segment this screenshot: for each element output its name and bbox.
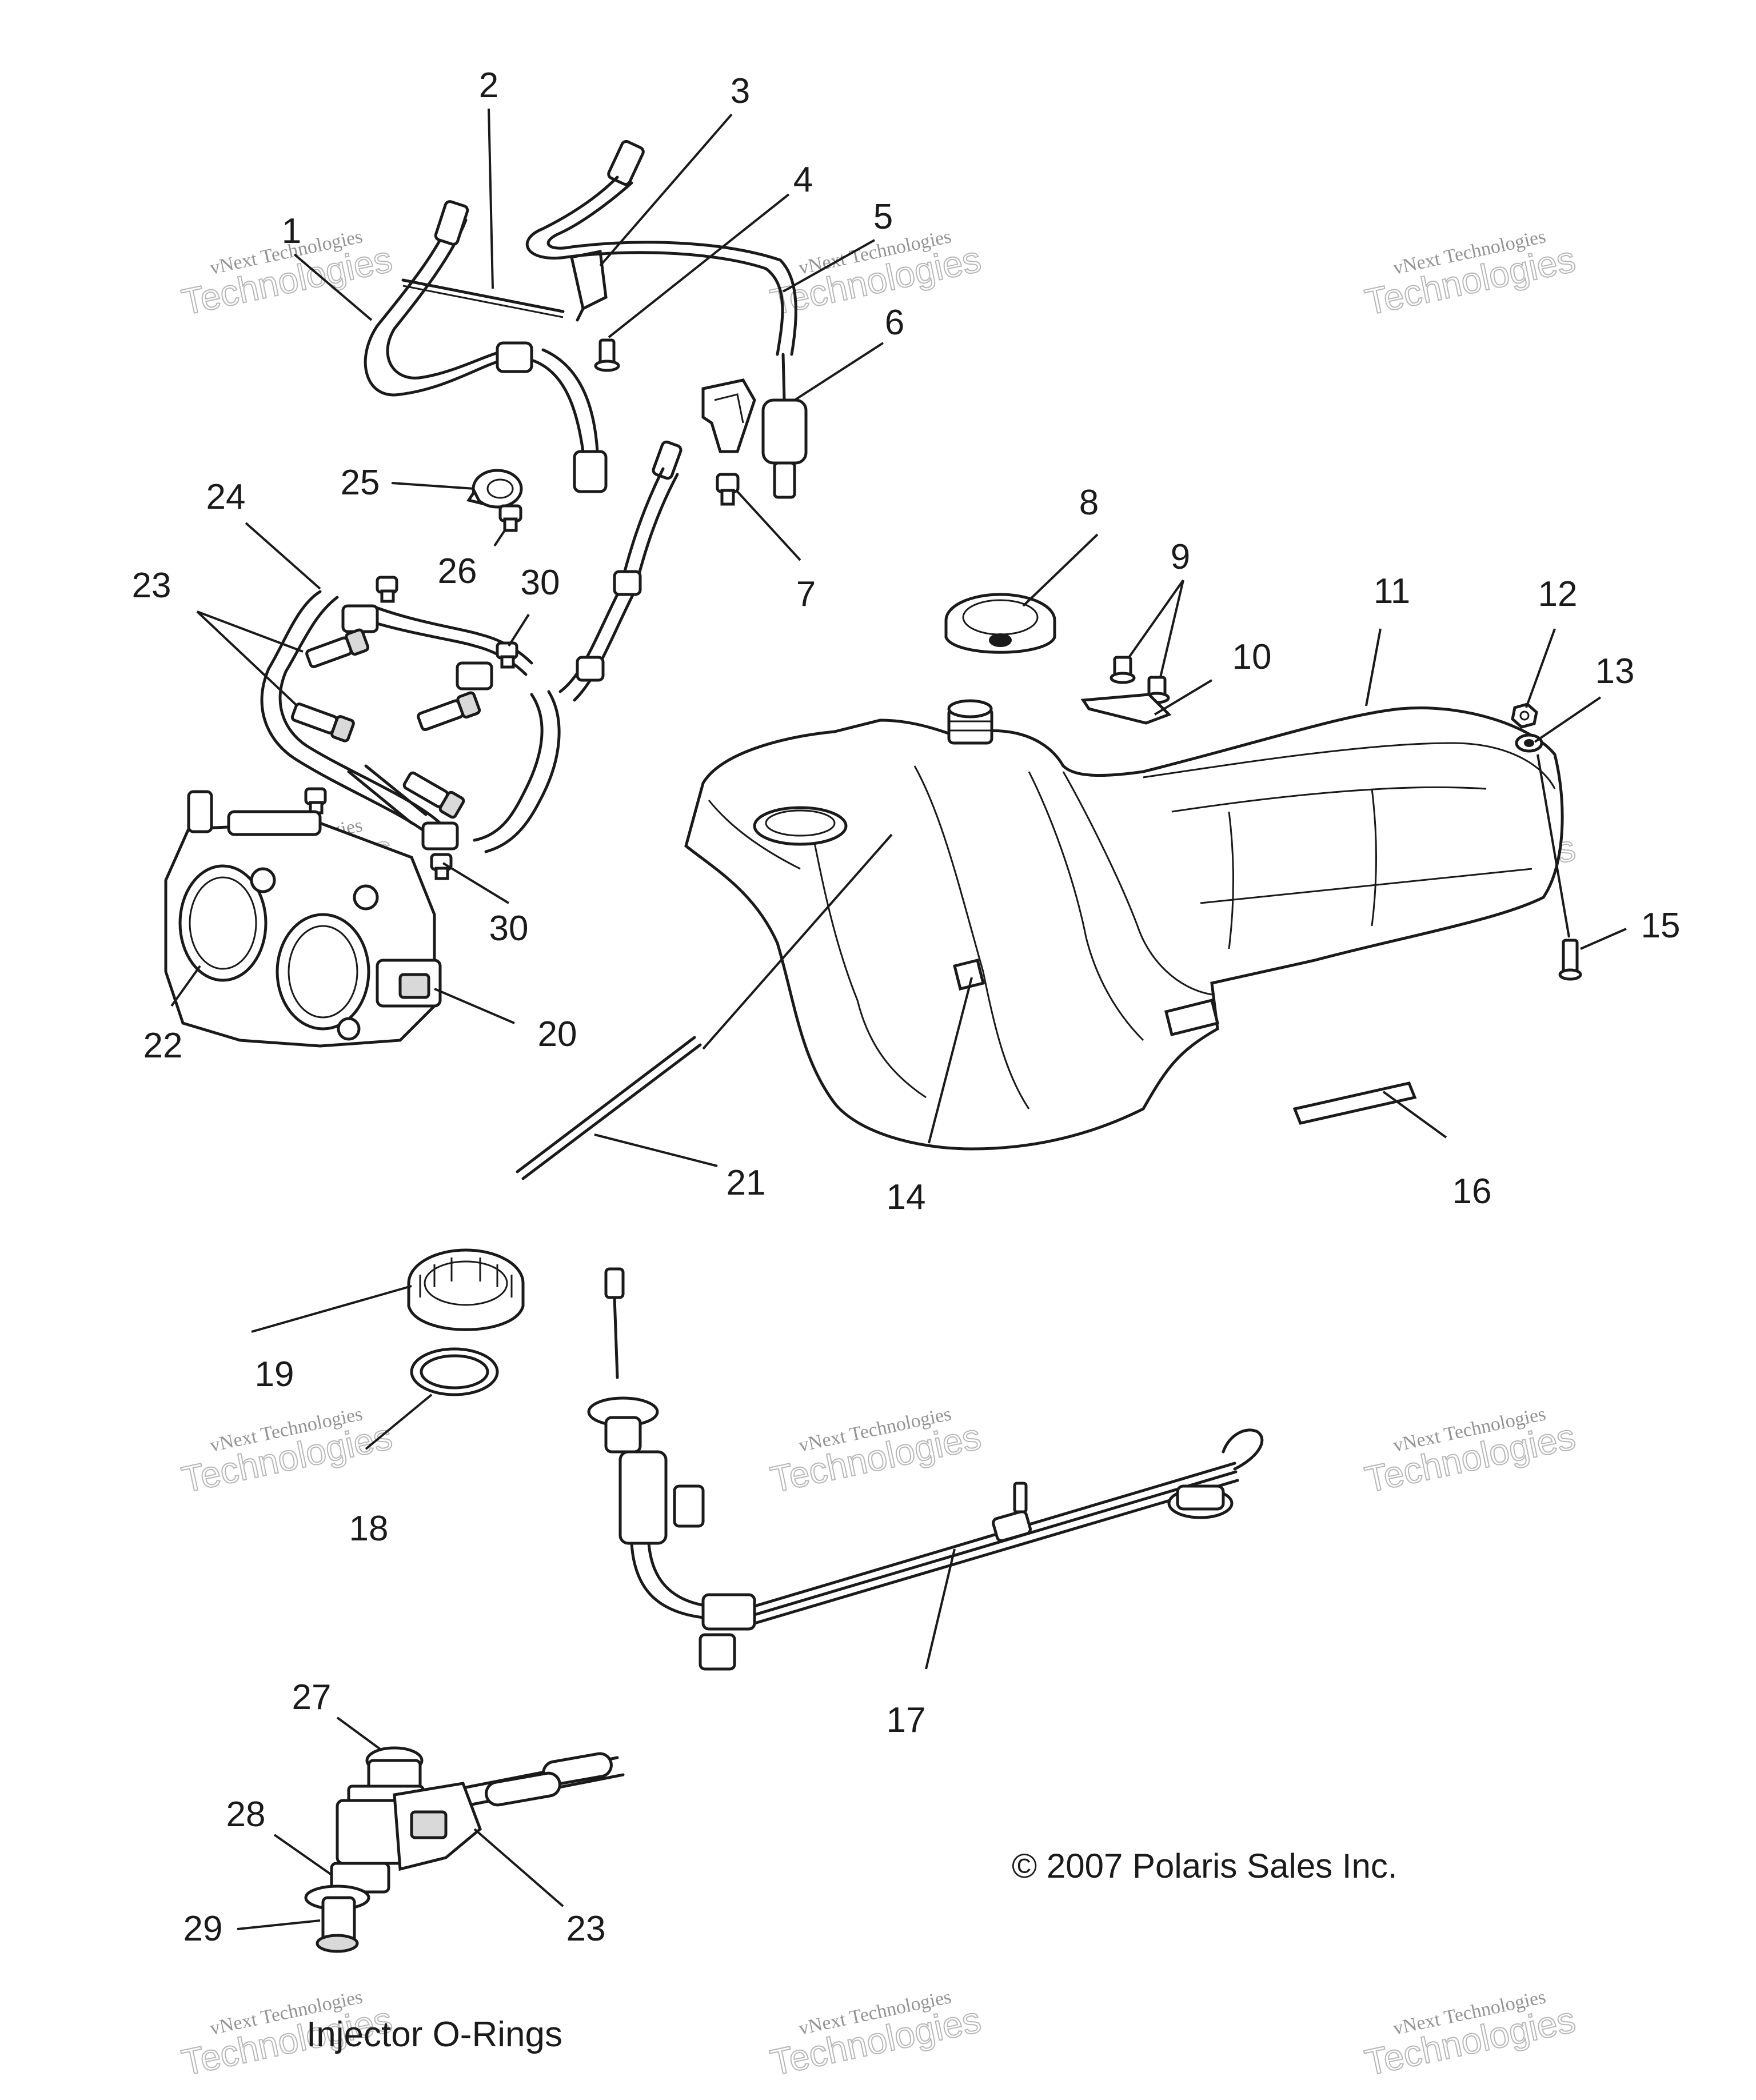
- leader-lines: [170, 108, 1627, 1930]
- callout-2: 2: [479, 66, 498, 105]
- part-6-bracket: [701, 378, 756, 453]
- watermark: vNext Technologies Technologies: [1361, 226, 1579, 324]
- callout-20: 20: [538, 1015, 577, 1054]
- callout-13: 13: [1595, 652, 1635, 691]
- part-22-throttle-body: [164, 790, 442, 1048]
- callout-16: 16: [1452, 1172, 1492, 1211]
- callout-4: 4: [793, 160, 813, 199]
- part-25-clamp: [466, 469, 523, 509]
- part-30-screw: [304, 787, 327, 815]
- return-hose: [558, 440, 683, 702]
- part-11-fuel-tank: [684, 699, 1564, 1151]
- callout-24: 24: [206, 477, 246, 517]
- watermark: vNext Technologies Technologies: [1361, 1403, 1579, 1501]
- callout-1: 1: [282, 211, 301, 251]
- callout-26: 26: [438, 552, 477, 591]
- part-18-seal: [410, 1347, 499, 1396]
- injector: [290, 702, 355, 742]
- watermark: vNext Technologies Technologies: [767, 1986, 985, 2084]
- watermark: vNext Technologies Technologies: [767, 1403, 985, 1501]
- part-4-rivet: [594, 338, 620, 372]
- callout-8: 8: [1079, 483, 1099, 522]
- part-21-tube: [516, 1036, 702, 1180]
- part-7-screw: [716, 473, 740, 506]
- callout-22: 22: [143, 1026, 183, 1065]
- callout-5: 5: [873, 197, 893, 237]
- part-9-bolt: [1110, 656, 1136, 684]
- callout-9: 9: [1171, 537, 1190, 577]
- callout-7: 7: [796, 574, 816, 614]
- part-5-fuel-line: [525, 139, 797, 356]
- injector: [305, 628, 370, 669]
- callout-6: 6: [885, 303, 904, 342]
- callout-27: 27: [292, 1678, 332, 1717]
- part-13-washer: [1515, 733, 1543, 753]
- callout-12: 12: [1538, 574, 1578, 614]
- callout-25: 25: [341, 463, 380, 502]
- callout-19: 19: [255, 1355, 294, 1394]
- part-12-nut: [1511, 702, 1538, 729]
- part-30-screw: [376, 576, 398, 603]
- callout-17: 17: [887, 1700, 926, 1740]
- part-26-screw: [498, 504, 522, 532]
- callout-29: 29: [183, 1909, 223, 1949]
- part-17-fuel-pump: [587, 1267, 1264, 1671]
- callout-30: 30: [489, 909, 529, 948]
- callout-labels: 1 2 3 4 5 6 7 8 9 10 11 12 13 14 15 16 1…: [132, 66, 1681, 1949]
- part-23-injectors: [290, 628, 481, 819]
- injector-o-rings-inset: [304, 1746, 625, 1953]
- part-1-fuel-hose: [364, 200, 608, 493]
- watermark: vNext Technologies Technologies: [178, 1403, 396, 1501]
- callout-10: 10: [1232, 637, 1272, 677]
- fuel-filter: [761, 353, 808, 499]
- callout-3: 3: [731, 71, 750, 111]
- part-2-cable-tie: [401, 278, 565, 318]
- callout-21: 21: [727, 1163, 766, 1203]
- callout-18: 18: [349, 1509, 389, 1548]
- part-8-fuel-cap: [944, 593, 1056, 654]
- copyright-notice: © 2007 Polaris Sales Inc.: [1012, 1847, 1398, 1885]
- callout-14: 14: [887, 1177, 926, 1217]
- inset-title: Injector O-Rings: [306, 2015, 562, 2054]
- part-30-screw: [496, 641, 518, 669]
- watermark: vNext Technologies Technologies: [1361, 1986, 1579, 2084]
- injector: [417, 691, 481, 732]
- callout-30: 30: [521, 563, 560, 602]
- callout-11: 11: [1374, 572, 1410, 611]
- callout-28: 28: [226, 1795, 266, 1834]
- part-10-plate: [1080, 693, 1172, 725]
- part-15-bolt: [1558, 939, 1582, 981]
- injector: [402, 771, 465, 819]
- part-14-clip: [952, 958, 985, 991]
- part-16-pad: [1292, 1081, 1417, 1125]
- part-3-clip: [570, 250, 608, 322]
- part-19-lock-ring: [407, 1248, 525, 1331]
- callout-23: 23: [132, 566, 171, 605]
- callout-23: 23: [566, 1909, 606, 1949]
- callout-15: 15: [1641, 906, 1681, 945]
